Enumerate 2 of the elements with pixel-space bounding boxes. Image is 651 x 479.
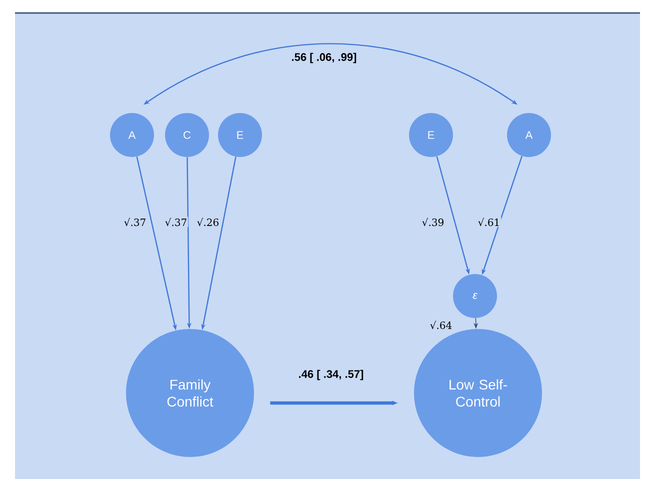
edge-label: .56 [ .06, .99] (290, 52, 358, 64)
edge-label: .46 [ .34, .57] (297, 368, 365, 382)
